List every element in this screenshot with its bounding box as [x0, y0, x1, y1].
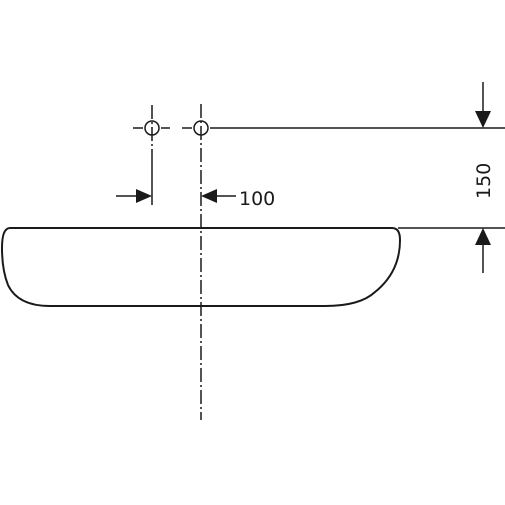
dimension-100-arrows [116, 189, 236, 203]
connection-point-left [133, 105, 170, 150]
connection-point-right [182, 120, 209, 136]
dimension-150-arrows [475, 82, 491, 273]
basin-outline [0, 227, 402, 307]
dimension-150-label: 150 [473, 163, 495, 199]
dimension-100-label: 100 [239, 188, 275, 210]
